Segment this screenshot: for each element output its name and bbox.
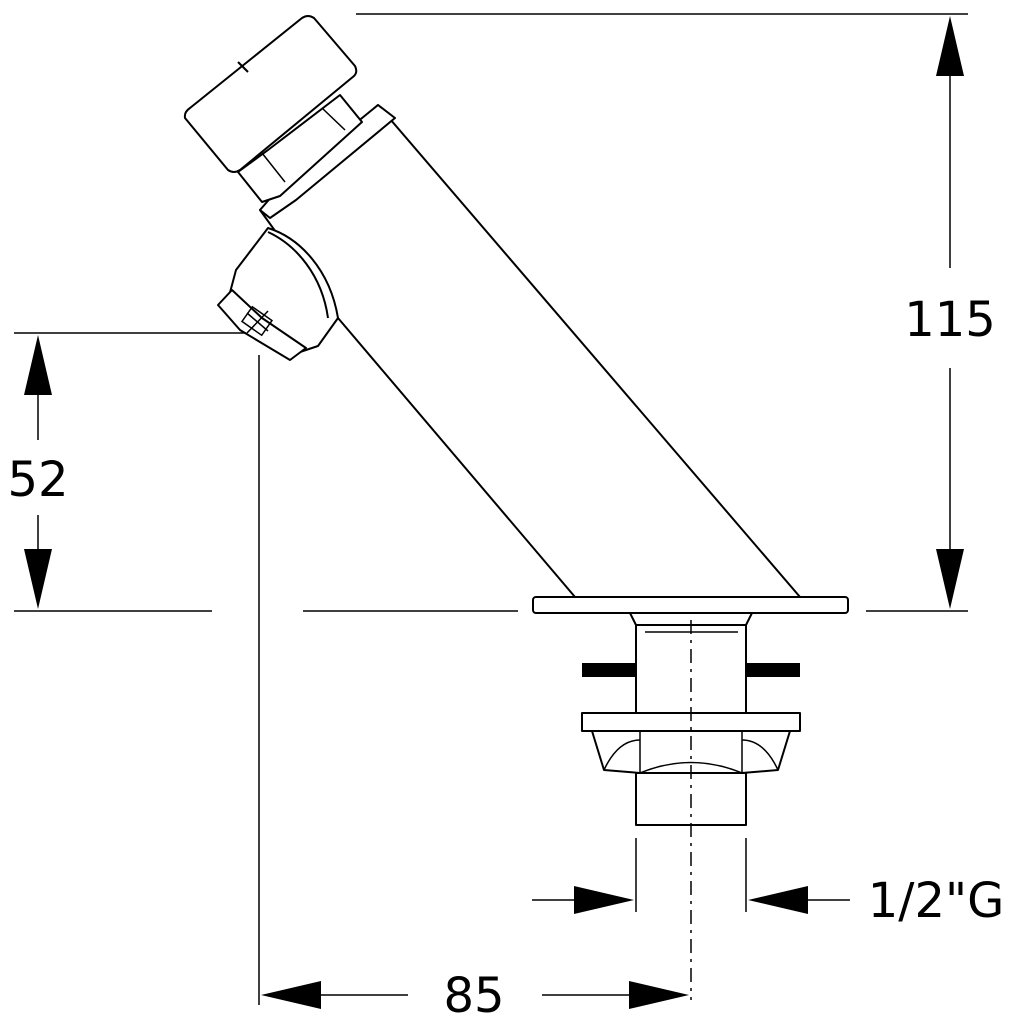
dimension-thread: 1/2"G [532,838,1004,929]
faucet-body [217,104,801,598]
dimension-thread-label: 1/2"G [868,873,1005,929]
push-button-head [183,15,396,219]
dimension-115: 115 [356,13,996,612]
dimension-85: 85 [258,355,689,1024]
dimension-52: 52 [7,332,518,612]
dimension-85-label: 85 [443,968,504,1024]
dimension-115-label: 115 [904,292,996,348]
dimension-52-label: 52 [7,452,68,508]
